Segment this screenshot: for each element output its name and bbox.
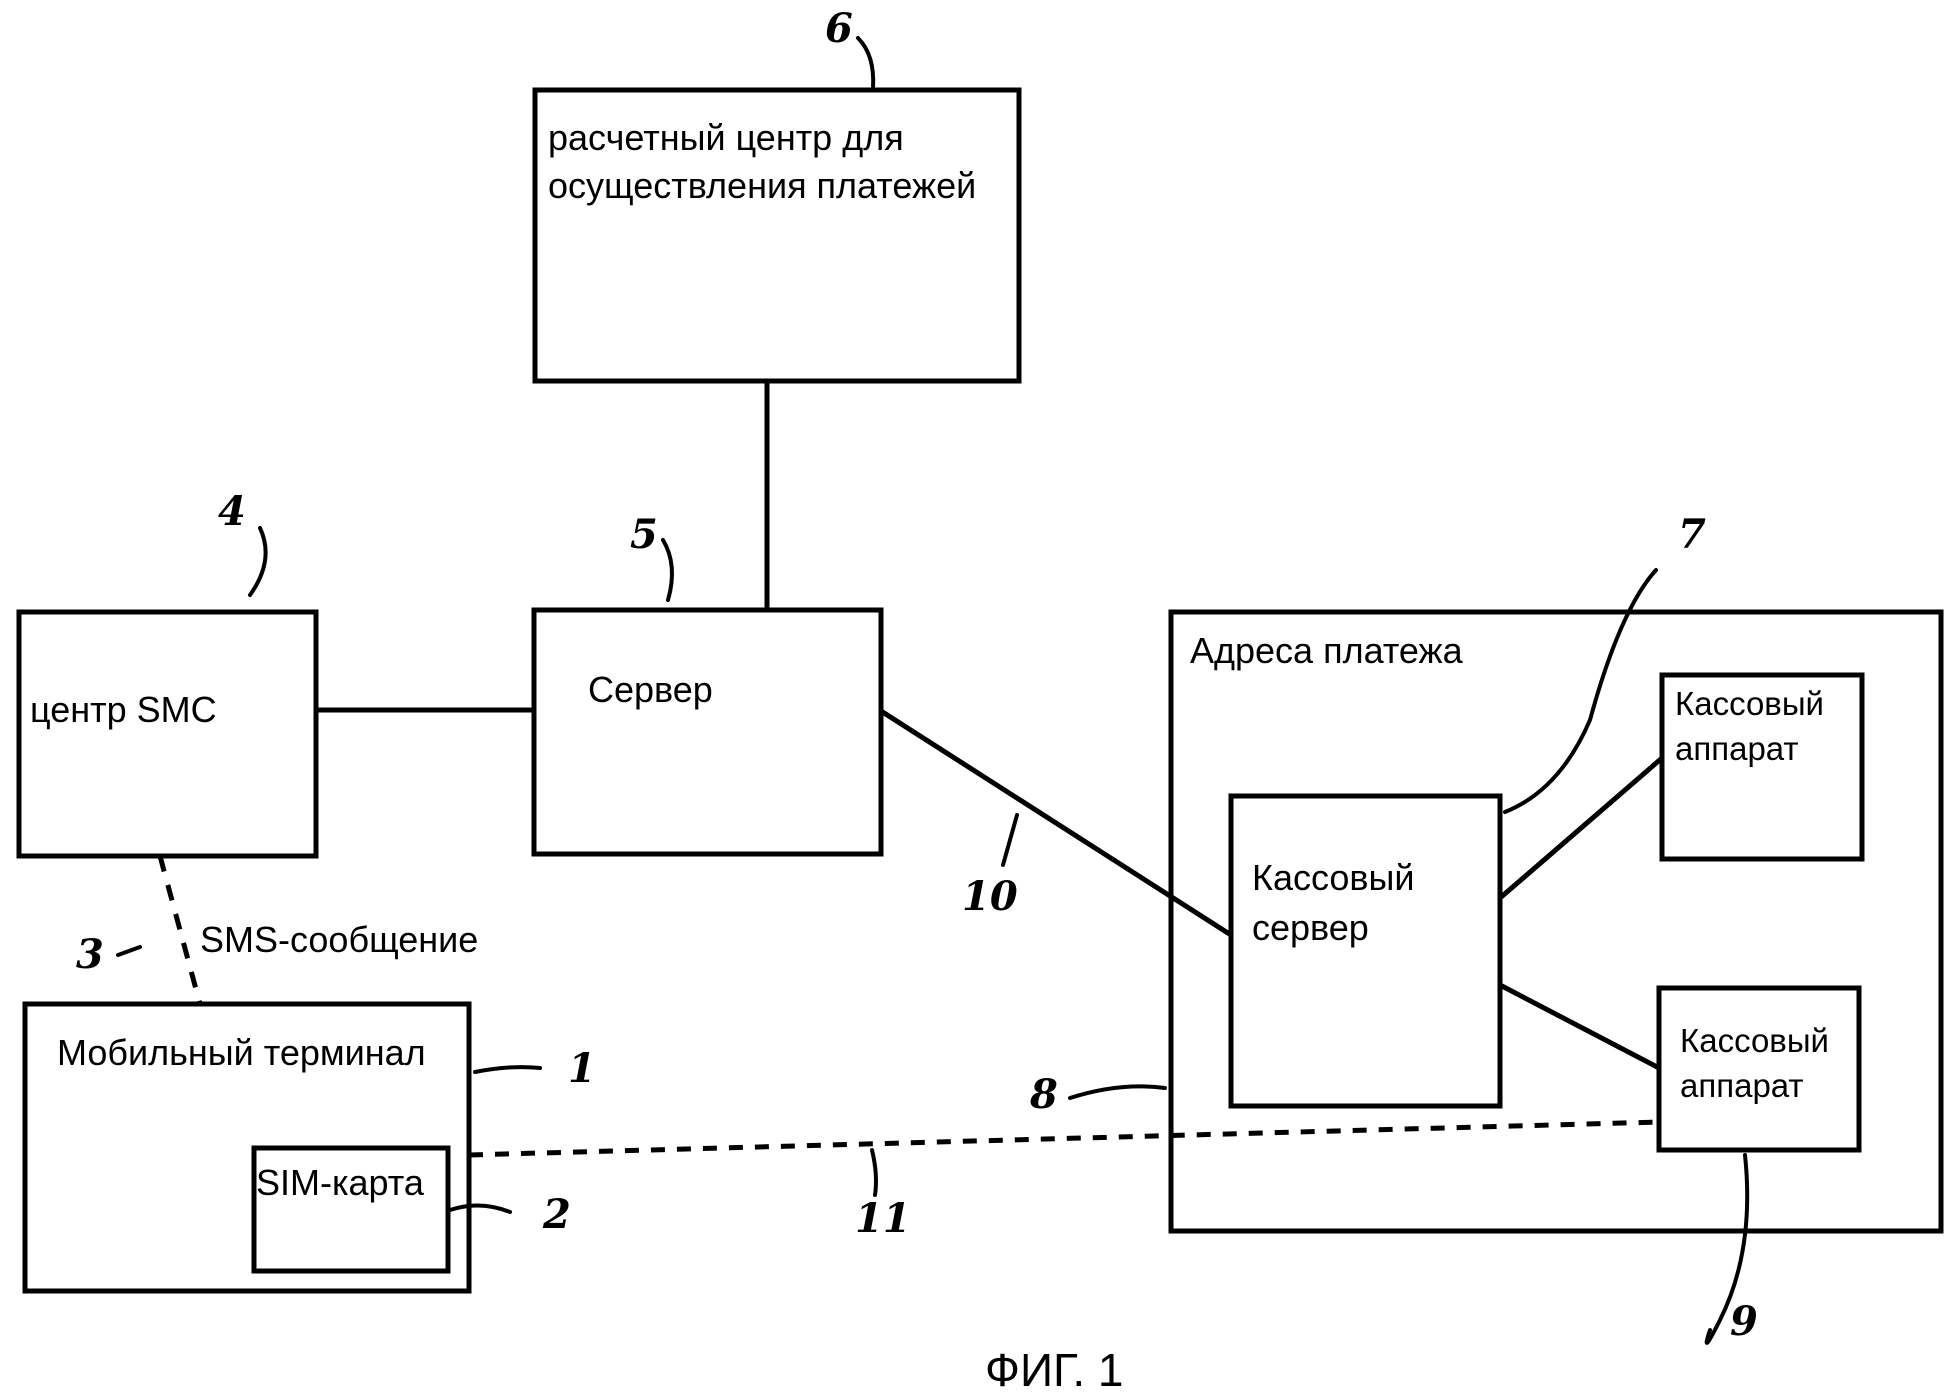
- smc-center-box: [16, 609, 319, 859]
- cash-server-box: [1228, 793, 1503, 1109]
- ref-6: 6: [825, 5, 853, 52]
- payment-address-label: Адреса платежа: [1190, 630, 1464, 671]
- payment-address-box: [1168, 609, 1944, 1234]
- leader-4: [248, 526, 268, 597]
- leader-5: [661, 538, 674, 602]
- leader-7: [1503, 568, 1658, 814]
- server-box: [531, 607, 884, 857]
- ref-2: 2: [542, 1191, 571, 1238]
- ref-11: 11: [855, 1195, 911, 1242]
- sms-message-label: SMS-сообщение: [200, 919, 478, 960]
- ref-3: 3: [76, 931, 104, 978]
- settlement-center-label-1: расчетный центр для: [548, 117, 904, 158]
- ref-1: 1: [568, 1045, 596, 1092]
- cash-register-top-label-1: Кассовый: [1675, 685, 1824, 722]
- cash-register-bottom-box: [1656, 985, 1862, 1153]
- leader-9: [1704, 1153, 1750, 1345]
- settlement-center-label-2: осуществления платежей: [548, 165, 976, 206]
- sim-card-label: SIM-карта: [256, 1162, 425, 1203]
- cash-server-label-2: сервер: [1252, 907, 1369, 948]
- leader-11: [870, 1148, 878, 1197]
- figure-caption: ФИГ. 1: [985, 1344, 1123, 1396]
- cash-register-top-label-2: аппарат: [1675, 730, 1799, 767]
- leader-8: [1068, 1084, 1167, 1100]
- leader-2: [448, 1203, 512, 1214]
- mobile-terminal-label: Мобильный терминал: [57, 1032, 426, 1073]
- cash-register-bottom-label-2: аппарат: [1680, 1067, 1804, 1104]
- cash-server-label-1: Кассовый: [1252, 857, 1415, 898]
- link-mobile-register-dashed: [468, 1119, 1660, 1158]
- leader-6: [856, 36, 876, 90]
- link-server-cashserver: [879, 708, 1233, 938]
- link-cashserver-register-top: [1498, 756, 1664, 900]
- leader-10: [1001, 813, 1019, 867]
- ref-4: 4: [218, 488, 246, 535]
- cash-register-bottom-label-1: Кассовый: [1680, 1022, 1829, 1059]
- link-cashserver-register-bottom: [1498, 982, 1661, 1071]
- ref-8: 8: [1029, 1071, 1058, 1118]
- cash-register-top-box: [1659, 672, 1865, 862]
- ref-9: 9: [1730, 1298, 1758, 1345]
- ref-7: 7: [1678, 511, 1706, 558]
- leader-1: [473, 1065, 542, 1074]
- ref-5: 5: [630, 511, 658, 558]
- sim-card-box: [251, 1145, 451, 1274]
- settlement-center-box: [532, 87, 1022, 384]
- ref-10: 10: [962, 873, 1018, 920]
- link-sms-dashed: [157, 855, 203, 1005]
- leader-3: [116, 945, 142, 957]
- mobile-terminal-box: [22, 1001, 472, 1294]
- server-label: Сервер: [588, 669, 713, 710]
- smc-center-label: центр SMC: [30, 689, 217, 730]
